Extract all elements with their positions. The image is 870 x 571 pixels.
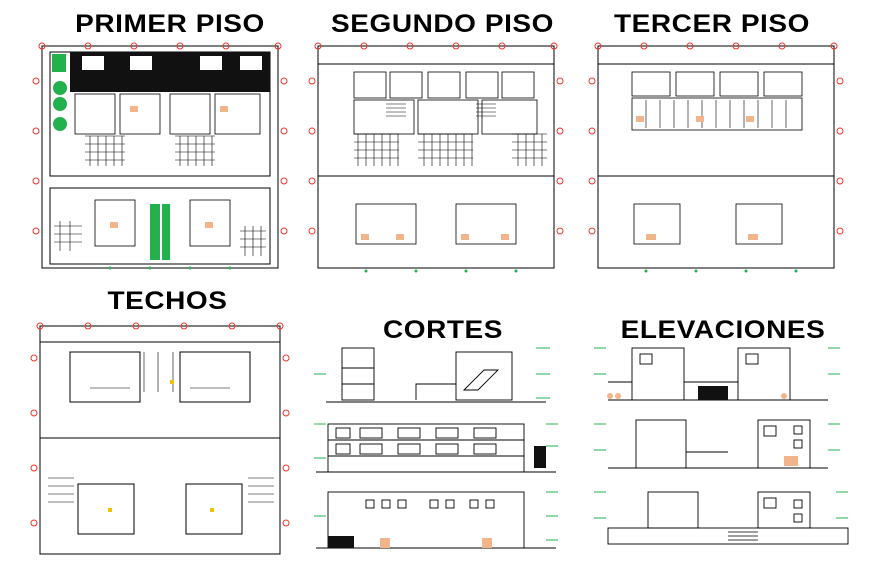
cortes-sections: [314, 347, 558, 549]
title-cortes: CORTES: [382, 316, 504, 344]
tercer-piso-plan: [588, 42, 844, 273]
segundo-piso-plan: [308, 42, 564, 273]
title-tercer-piso: TERCER PISO: [614, 10, 810, 38]
techos-plan: [30, 322, 290, 555]
title-elevaciones: ELEVACIONES: [620, 316, 826, 344]
elevaciones-drawings: [594, 347, 849, 545]
title-primer-piso: PRIMER PISO: [75, 10, 265, 38]
title-segundo-piso: SEGUNDO PISO: [331, 10, 554, 38]
title-techos: TECHOS: [107, 287, 228, 315]
primer-piso-plan: [32, 42, 288, 270]
